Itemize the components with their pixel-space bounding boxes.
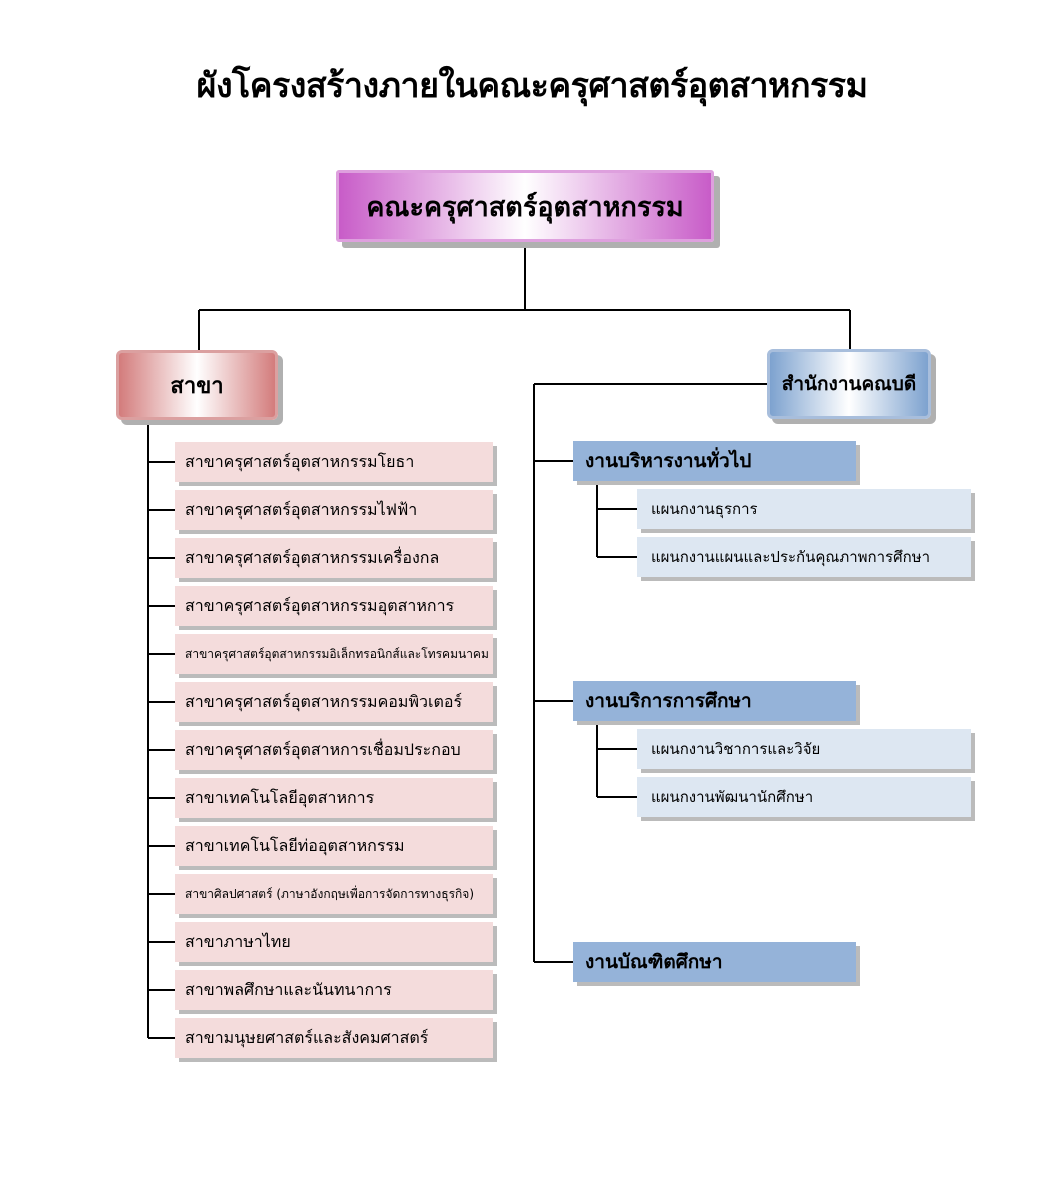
department-label: สาขาเทคโนโลยีอุตสาหการ (185, 787, 375, 807)
department-label: สาขาภาษาไทย (185, 931, 291, 951)
department-label: สาขาครุศาสตร์อุตสาหกรรมคอมพิวเตอร์ (185, 691, 463, 711)
section-label: แผนกงานแผนและประกันคุณภาพการศึกษา (651, 548, 931, 566)
dean-office-branch-box: สำนักงานคณบดี (767, 349, 931, 419)
department-label: สาขาครุศาสตร์อุตสาหกรรมเครื่องกล (185, 547, 440, 567)
section-item: แผนกงานพัฒนานักศึกษา (637, 777, 971, 817)
department-label: สาขามนุษยศาสตร์และสังคมศาสตร์ (185, 1027, 429, 1047)
work-group-label: งานบริหารงานทั่วไป (585, 450, 752, 472)
department-item: สาขาเทคโนโลยีอุตสาหการ (175, 778, 493, 818)
department-label: สาขาศิลปศาสตร์ (ภาษาอังกฤษเพื่อการจัดการ… (185, 886, 475, 901)
work-group-education-service: งานบริการการศึกษา (573, 681, 856, 721)
department-item: สาขาครุศาสตร์อุตสาหกรรมไฟฟ้า (175, 490, 493, 530)
section-item: แผนกงานวิชาการและวิจัย (637, 729, 971, 769)
dean-office-branch-label: สำนักงานคณบดี (781, 373, 917, 395)
department-label: สาขาครุศาสตร์อุตสาหกรรมอิเล็กทรอนิกส์และ… (185, 646, 489, 661)
section-label: แผนกงานพัฒนานักศึกษา (651, 788, 814, 806)
departments-branch-label: สาขา (170, 373, 224, 399)
department-item: สาขาครุศาสตร์อุตสาหกรรมคอมพิวเตอร์ (175, 682, 493, 722)
department-label: สาขาพลศึกษาและนันทนาการ (185, 979, 392, 999)
department-label: สาขาครุศาสตร์อุตสาหกรรมไฟฟ้า (185, 499, 418, 519)
department-item: สาขาศิลปศาสตร์ (ภาษาอังกฤษเพื่อการจัดการ… (175, 874, 493, 914)
department-item: สาขาครุศาสตร์อุตสาหกรรมอุตสาหการ (175, 586, 493, 626)
department-item: สาขาครุศาสตร์อุตสาหกรรมเครื่องกล (175, 538, 493, 578)
faculty-root-label: คณะครุศาสตร์อุตสาหกรรม (366, 191, 684, 223)
work-group-graduate-studies: งานบัณฑิตศึกษา (573, 942, 856, 982)
page-title: ผังโครงสร้างภายในคณะครุศาสตร์อุตสาหกรรม (196, 66, 868, 106)
department-item: สาขาภาษาไทย (175, 922, 493, 962)
department-item: สาขาครุศาสตร์อุตสาหการเชื่อมประกอบ (175, 730, 493, 770)
section-item: แผนกงานแผนและประกันคุณภาพการศึกษา (637, 537, 971, 577)
faculty-root-box: คณะครุศาสตร์อุตสาหกรรม (336, 170, 714, 242)
departments-branch-box: สาขา (116, 350, 278, 420)
section-label: แผนกงานธุรการ (651, 500, 758, 518)
department-item: สาขาครุศาสตร์อุตสาหกรรมโยธา (175, 442, 493, 482)
department-item: สาขาพลศึกษาและนันทนาการ (175, 970, 493, 1010)
department-label: สาขาครุศาสตร์อุตสาหการเชื่อมประกอบ (185, 739, 461, 759)
work-group-general-admin: งานบริหารงานทั่วไป (573, 441, 856, 481)
department-item: สาขาครุศาสตร์อุตสาหกรรมอิเล็กทรอนิกส์และ… (175, 634, 493, 674)
department-label: สาขาเทคโนโลยีท่ออุตสาหกรรม (185, 835, 405, 855)
section-item: แผนกงานธุรการ (637, 489, 971, 529)
section-label: แผนกงานวิชาการและวิจัย (651, 740, 821, 758)
department-label: สาขาครุศาสตร์อุตสาหกรรมโยธา (185, 451, 415, 471)
department-item: สาขามนุษยศาสตร์และสังคมศาสตร์ (175, 1018, 493, 1058)
department-item: สาขาเทคโนโลยีท่ออุตสาหกรรม (175, 826, 493, 866)
work-group-label: งานบัณฑิตศึกษา (585, 951, 723, 973)
work-group-label: งานบริการการศึกษา (585, 690, 752, 712)
department-label: สาขาครุศาสตร์อุตสาหกรรมอุตสาหการ (185, 595, 455, 615)
